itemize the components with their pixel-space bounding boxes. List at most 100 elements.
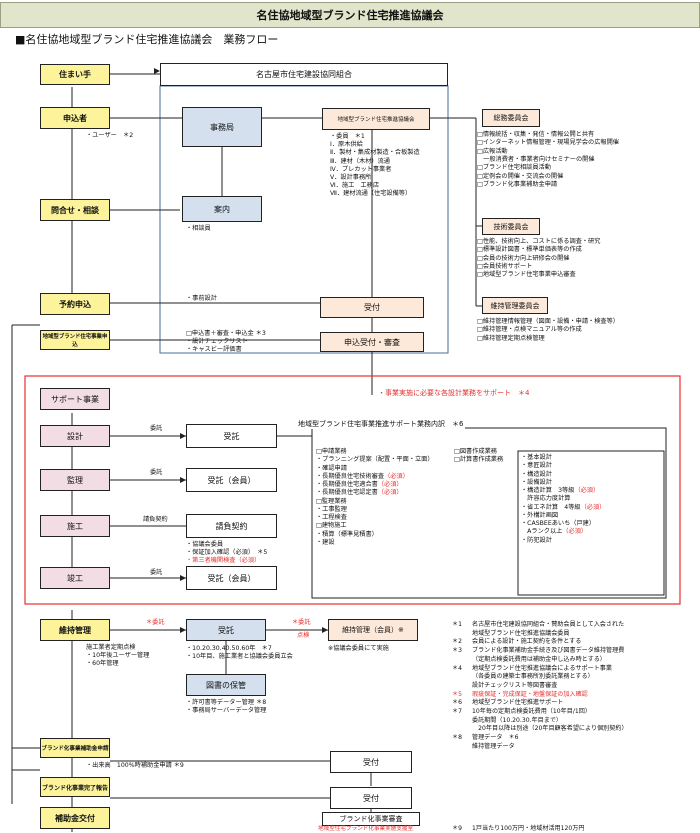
col3-item: ・省エネ計算 4等級（必須） xyxy=(521,504,605,512)
gijutsu-item: □会員技術サポート xyxy=(477,263,533,271)
col3-item-text: ・基本設計 xyxy=(521,454,552,461)
col3-item: ・外構計画図 xyxy=(521,512,605,520)
council-label: 地域型ブランド住宅推進協議会 xyxy=(337,117,415,123)
annai-box[interactable]: 案内 xyxy=(182,196,262,222)
juutaku-bottom-label: 受託 xyxy=(218,625,234,635)
col1-item: ・長期優良住宅適合書（必須） xyxy=(316,481,434,489)
support-label: サポート事業 xyxy=(51,394,99,404)
col1-item-required: （必須） xyxy=(377,481,403,488)
itaku-red-label: ＊委託 xyxy=(146,619,165,626)
ijikanri-items: □維持管理情報管理（図面・設備・申請・検査等） □維持管理・点検マニュアル等の作… xyxy=(477,318,619,343)
moushikomisha-box[interactable]: 申込者 xyxy=(40,107,110,129)
footnote-row: 20年目以降は別途（20年目顧客希望により個別契約） xyxy=(452,725,628,734)
gijutsu-item: □標準設計図書・標準単価表等の作成 xyxy=(477,246,582,254)
col2-item: □計算書作成業務 xyxy=(454,456,504,464)
kanri-box[interactable]: 監理 xyxy=(40,469,110,491)
toiawase-box[interactable]: 問合せ・相談 xyxy=(40,199,110,221)
support-banner: ・事業実施に必要な各設計業務をサポート ＊4 xyxy=(378,389,530,397)
ukeoi-box[interactable]: 請負契約 xyxy=(186,514,277,538)
member-item: Ⅵ．施工 工務店 xyxy=(330,182,380,190)
zusho-box[interactable]: 図書の保管 xyxy=(186,674,266,696)
soumu-item: 一般消費者・事業者向けセミナーの開催 xyxy=(477,156,595,164)
footnote-mark: ＊8 xyxy=(452,734,462,742)
shunkou-label: 竣工 xyxy=(67,573,83,583)
col1-item-text: ・プランニング提案（配置・平面・立面） xyxy=(316,456,434,464)
sekkei-box[interactable]: 設計 xyxy=(40,425,110,447)
member-item: Ⅱ．製材・集成材製造・合板製造 xyxy=(330,149,420,157)
uketsuke1-label: 受付 xyxy=(363,757,379,767)
uketsuke-label: 受付 xyxy=(364,303,380,312)
sekou-note: ・保証加入確認（必須） ＊5 xyxy=(186,549,268,557)
chiiki-apply-box[interactable]: 地域型ブランド住宅事業申込 xyxy=(40,330,110,350)
council-box[interactable]: 地域型ブランド住宅推進協議会 xyxy=(322,108,430,130)
col3-item: 許容応力度計算 xyxy=(521,495,605,503)
col1-item: □申請業務 xyxy=(316,448,434,456)
ijikanri-item: □維持管理情報管理（図面・設備・申請・検査等） xyxy=(477,318,619,325)
apply-note: ・設計チェックリスト xyxy=(186,338,248,346)
sumaite-label: 住まい手 xyxy=(59,70,91,79)
soumu-item: □情報統括・収集・発信・情報公開と共有 xyxy=(477,131,595,138)
soumu-box[interactable]: 総務委員会 xyxy=(482,109,540,127)
yoyaku-box[interactable]: 予約申込 xyxy=(40,293,110,315)
shunkou-box[interactable]: 竣工 xyxy=(40,567,110,589)
juutaku-kanri-box[interactable]: 受託（会員） xyxy=(186,468,277,492)
col3-item: ・構造設計 xyxy=(521,471,605,479)
juutaku-kanri-label: 受託（会員） xyxy=(207,475,256,485)
uketsuke2-box[interactable]: 受付 xyxy=(330,787,412,809)
juutaku-shunkou-box[interactable]: 受託（会員） xyxy=(186,566,277,590)
footnote-text: 管理データ ＊6 xyxy=(472,734,519,742)
support-detail-title: 地域型ブランド住宅事業推進サポート業務内訳 ＊6 xyxy=(296,420,466,429)
kanryo-box[interactable]: ブランド化事業完了報告 xyxy=(40,777,110,797)
hojo-note: ・出来高 100%時補助金申請 ＊9 xyxy=(86,762,184,769)
ijikanri-item: □維持管理・点検マニュアル等の作成 xyxy=(477,326,582,334)
col1-item: ・建設 xyxy=(316,539,434,547)
member-item: Ⅶ．建材流通（住宅設備等） xyxy=(330,190,412,198)
jimukyoku-box[interactable]: 事務局 xyxy=(182,107,262,147)
gijutsu-box[interactable]: 技術委員会 xyxy=(482,218,540,235)
gijutsu-item: □性能、技術向上、コストに係る調査・研究 xyxy=(477,238,601,245)
uketsuke-box[interactable]: 受付 xyxy=(320,297,424,318)
col1-item-text: ・積算（標準見積書） xyxy=(316,530,378,538)
hojo-apply-box[interactable]: ブランド化事業補助金申請 xyxy=(40,738,110,758)
juutaku-bottom-box[interactable]: 受託 xyxy=(186,619,266,641)
col1-item-required: （必須） xyxy=(384,472,409,480)
sumaite-box[interactable]: 住まい手 xyxy=(40,64,110,85)
brand-shinsa-box[interactable]: ブランド化事業審査 xyxy=(322,812,420,826)
col3-item-text: 許容応力度計算 xyxy=(521,495,571,503)
support-col1: □申請業務・プランニング提案（配置・平面・立面）・確認申請・長期優良住宅技術審査… xyxy=(316,448,434,547)
kyogikai-note: ※協議会委員にて実施 xyxy=(328,645,389,652)
col3-item: ・CASBEEあいち（戸建） xyxy=(521,520,605,528)
soumu-item: □定例会の開催・交流会の開催 xyxy=(477,172,564,180)
uketsuke1-box[interactable]: 受付 xyxy=(330,751,412,773)
sekou-box[interactable]: 施工 xyxy=(40,515,110,537)
itaku-tenken-label: ＊委託 xyxy=(292,619,311,626)
ijikanri-box[interactable]: 維持管理委員会 xyxy=(482,297,548,314)
footnote-mark: ＊6 xyxy=(452,699,462,707)
footnote-row: （定期点検委託費用は補助金申し込み時とする） xyxy=(452,656,628,665)
iji-member-box[interactable]: 維持管理（会員）※ xyxy=(328,619,418,641)
iji-box[interactable]: 維持管理 xyxy=(40,619,110,641)
hojo-apply-label: ブランド化事業補助金申請 xyxy=(41,746,109,752)
footnote-text: 委託期間（10.20.30.年目まで） xyxy=(472,716,563,724)
juutaku-sekkei-box[interactable]: 受託 xyxy=(186,424,277,448)
soumu-item: □ブランド住宅相談員活動 xyxy=(477,164,551,172)
juutaku-sekkei-label: 受託 xyxy=(223,431,240,441)
ijikanri-item: □維持管理定期点検管理 xyxy=(477,334,545,342)
ijikanri-label: 維持管理委員会 xyxy=(490,301,540,310)
gijutsu-label: 技術委員会 xyxy=(493,222,529,231)
shinsa-box[interactable]: 申込受付・審査 xyxy=(320,332,424,352)
iji-note: ・60年管理 xyxy=(86,660,119,668)
koufu-box[interactable]: 補助金交付 xyxy=(40,807,110,829)
footnote-text: 20年目以降は別途（20年目顧客希望により個別契約） xyxy=(472,725,628,733)
iji-label: 維持管理 xyxy=(59,625,91,635)
uketsuke2-label: 受付 xyxy=(363,793,379,803)
col3-item-text: ・構造計算 3等級 xyxy=(521,487,575,494)
col3-item: ・防犯設計 xyxy=(521,537,605,545)
col1-item-text: ・長期優良住宅認定書 xyxy=(316,489,378,497)
col1-item: ・長期優良住宅技術審査（必須） xyxy=(316,473,434,481)
support-box[interactable]: サポート事業 xyxy=(40,388,110,410)
